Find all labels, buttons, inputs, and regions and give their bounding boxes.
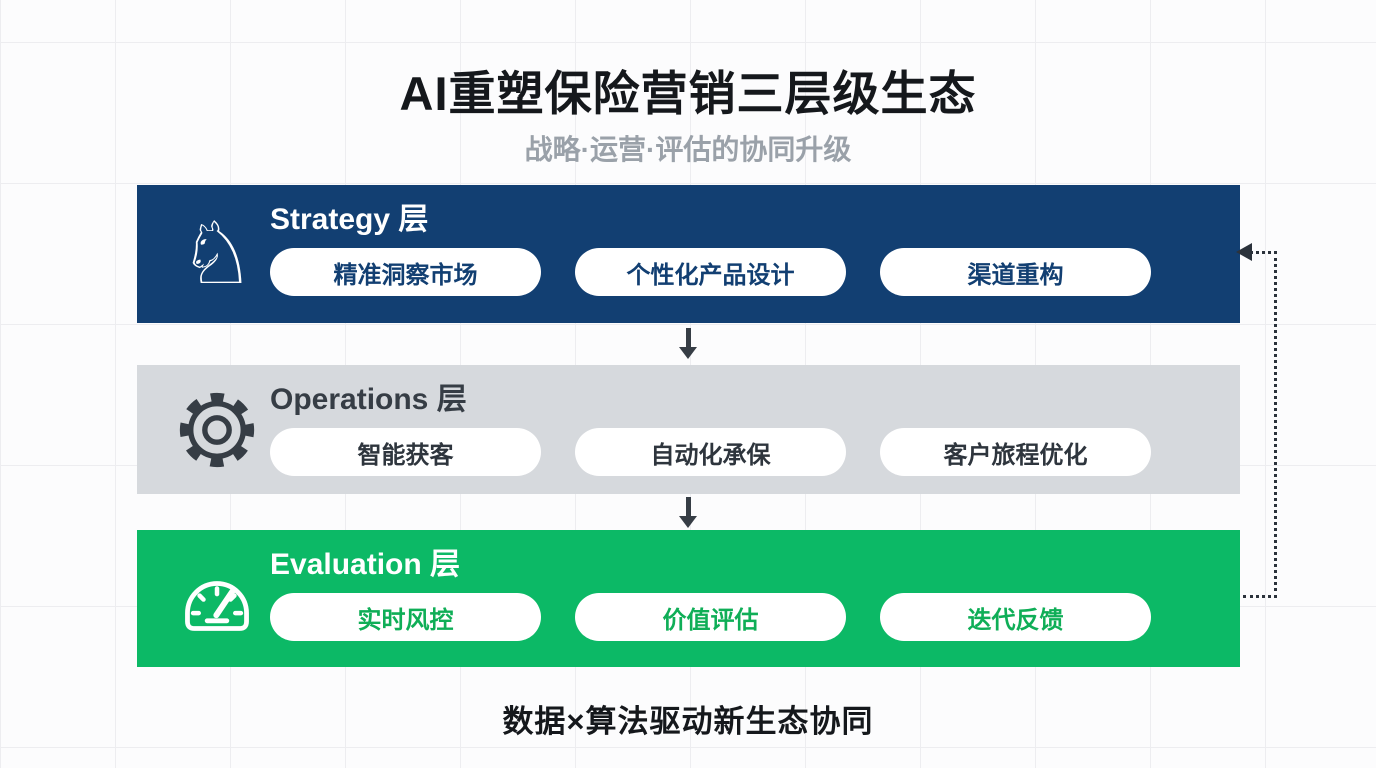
down-arrow-icon [679,328,697,359]
page-footer: 数据×算法驱动新生态协同 [502,704,874,739]
layer-strategy-title: Strategy 层 [270,203,429,236]
pill-automated-underwriting: 自动化承保 [575,428,846,476]
left-arrow-icon [1236,243,1252,261]
layer-evaluation-title: Evaluation 层 [270,548,461,581]
feedback-loop-dotted-line [1236,243,1277,598]
gear-icon [171,389,263,471]
pill-market-insight: 精准洞察市场 [270,248,541,296]
pill-customer-journey: 客户旅程优化 [880,428,1151,476]
knight-chess-icon: ♘ [178,204,256,304]
layer-operations-title: Operations 层 [270,383,467,416]
layer-operations: Operations 层 智能获客 自动化承保 客户旅程优化 [137,365,1240,494]
pill-value-evaluation: 价值评估 [575,593,846,641]
down-arrow-icon [679,497,697,528]
page-title: AI重塑保险营销三层级生态 [399,67,977,120]
layer-evaluation-pills: 实时风控 价值评估 迭代反馈 [270,593,1240,641]
gauge-icon [171,554,263,644]
page-subtitle: 战略·运营·评估的协同升级 [524,134,852,165]
pill-iterative-feedback: 迭代反馈 [880,593,1151,641]
pill-smart-acquisition: 智能获客 [270,428,541,476]
pill-channel-rebuild: 渠道重构 [880,248,1151,296]
layer-strategy: ♘ Strategy 层 精准洞察市场 个性化产品设计 渠道重构 [137,185,1240,323]
layer-strategy-pills: 精准洞察市场 个性化产品设计 渠道重构 [270,248,1240,296]
pill-personalized-product: 个性化产品设计 [575,248,846,296]
pill-realtime-risk: 实时风控 [270,593,541,641]
layer-operations-pills: 智能获客 自动化承保 客户旅程优化 [270,428,1240,476]
layer-evaluation: Evaluation 层 实时风控 价值评估 迭代反馈 [137,530,1240,667]
